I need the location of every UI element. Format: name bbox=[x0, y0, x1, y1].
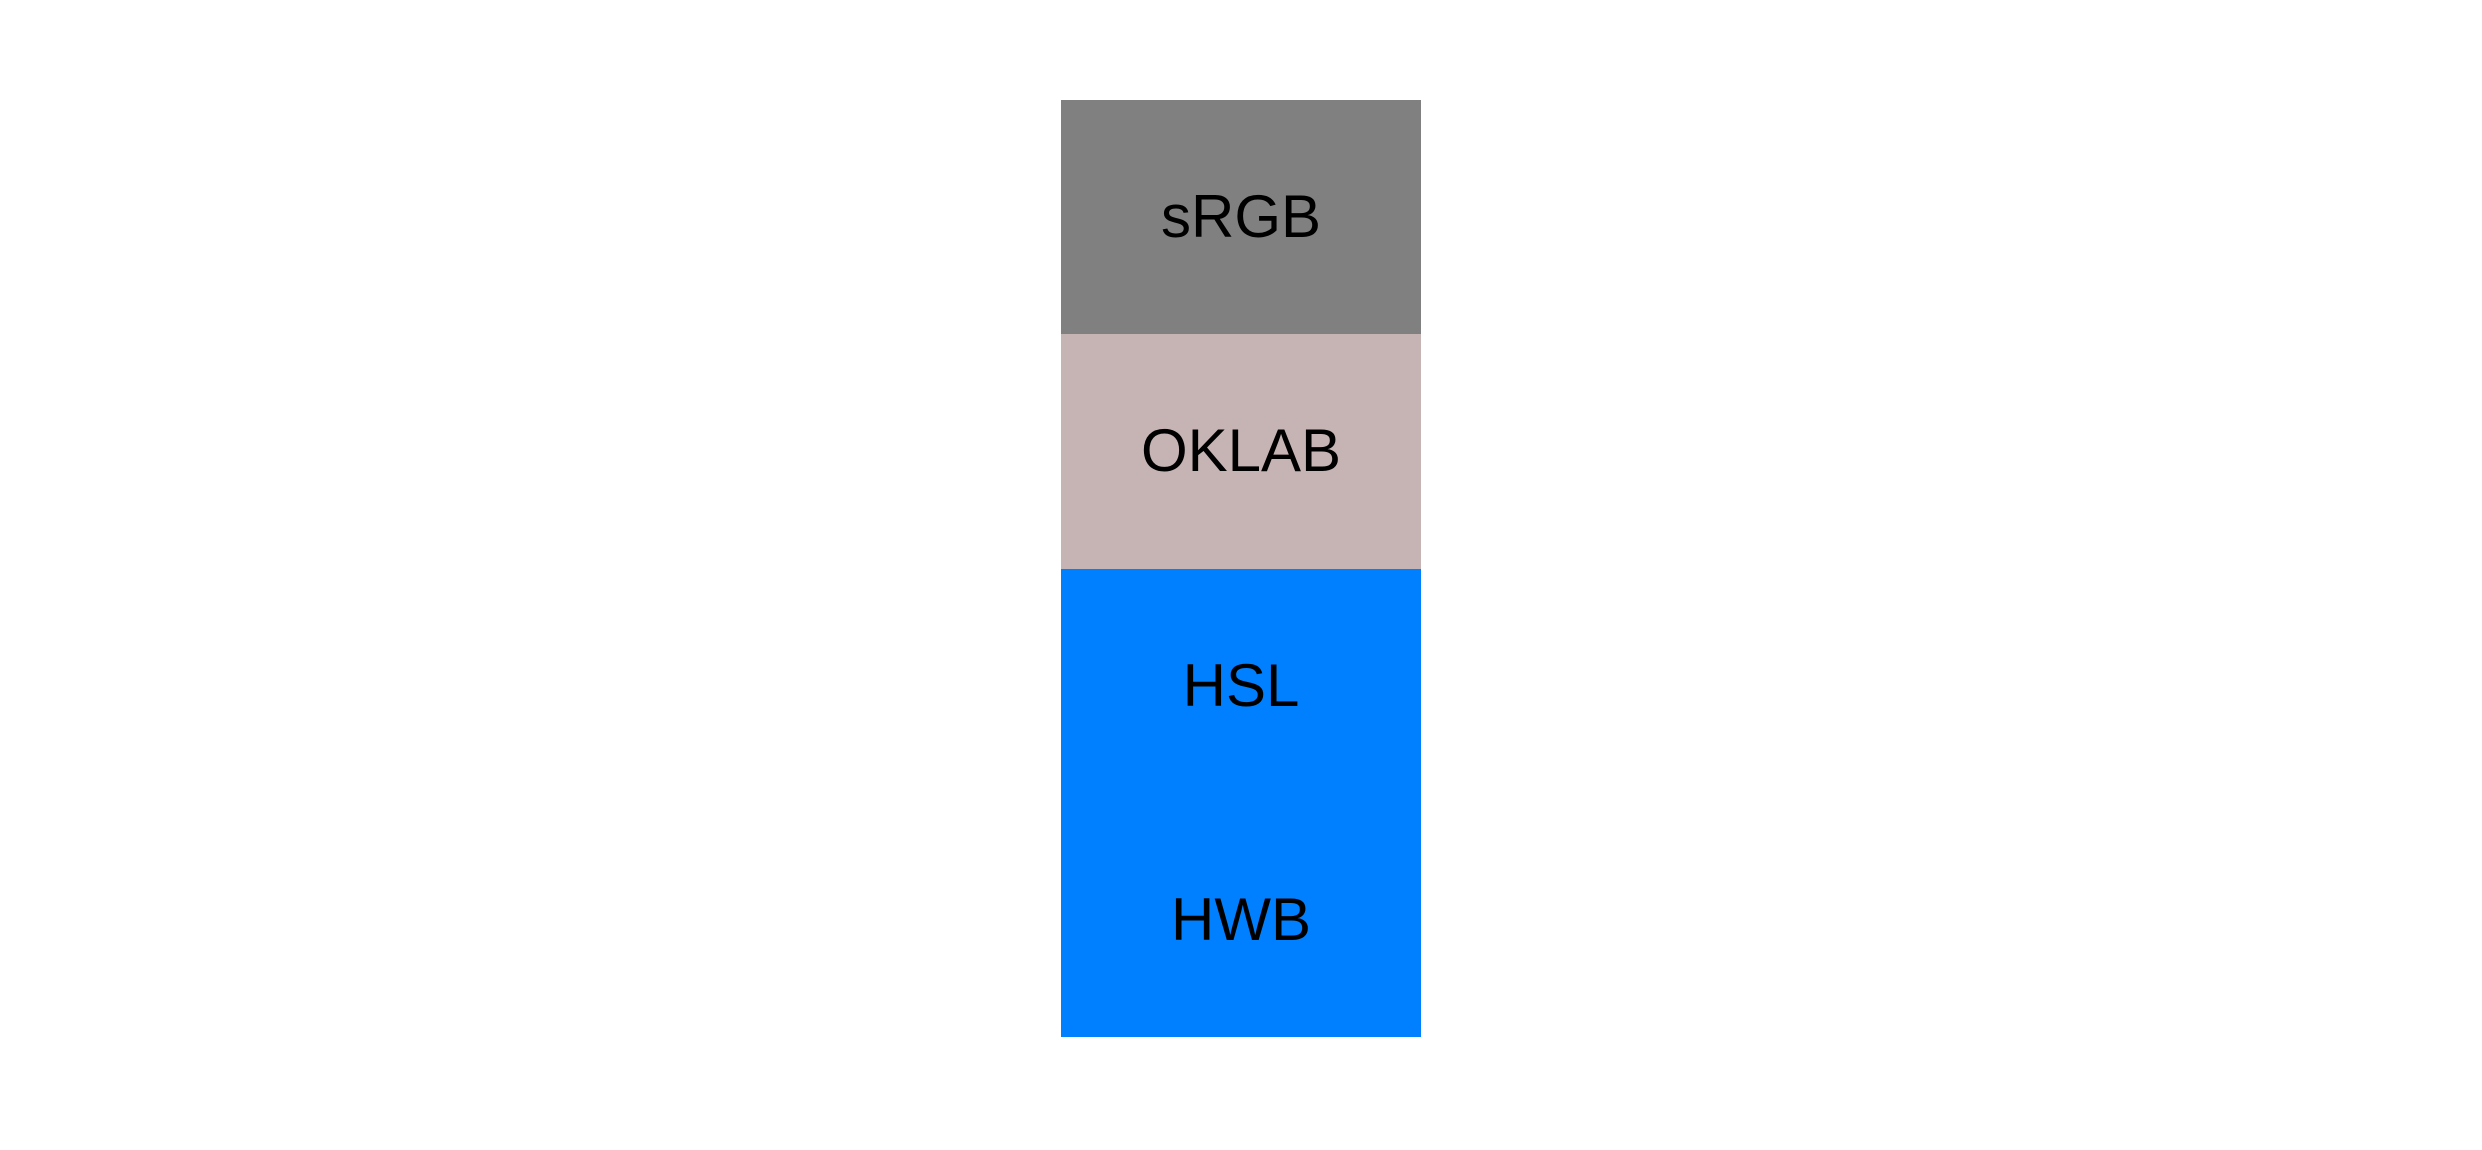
swatch-hsl: HSL bbox=[1061, 568, 1421, 803]
swatch-srgb-label: sRGB bbox=[1160, 183, 1322, 251]
swatch-srgb: sRGB bbox=[1061, 100, 1421, 335]
swatch-oklab-label: OKLAB bbox=[1140, 417, 1342, 485]
swatch-hwb: HWB bbox=[1061, 802, 1421, 1037]
swatch-hwb-label: HWB bbox=[1171, 885, 1311, 953]
color-swatch-column: sRGB OKLAB HSL HWB bbox=[1061, 100, 1421, 1037]
swatch-oklab: OKLAB bbox=[1061, 334, 1421, 569]
swatch-hsl-label: HSL bbox=[1182, 651, 1300, 719]
